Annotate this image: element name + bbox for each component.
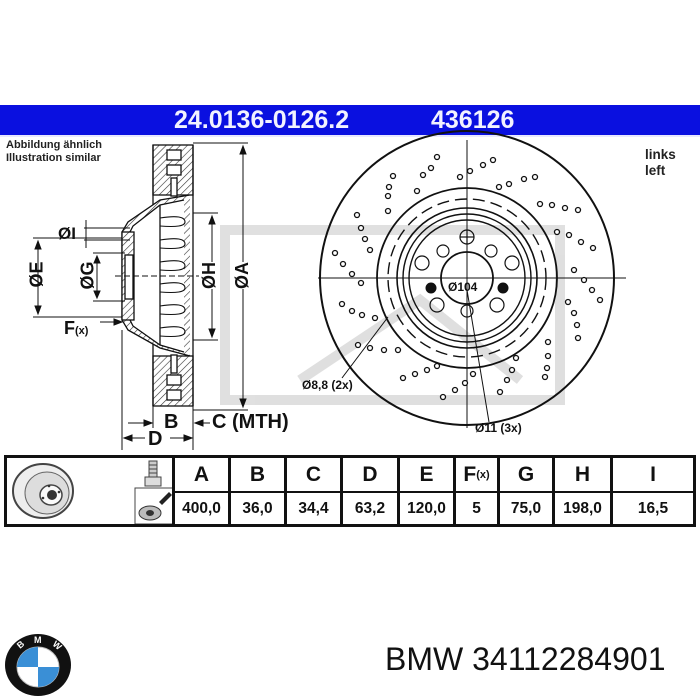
value-G: 75,0 <box>510 499 542 517</box>
value-B: 36,0 <box>242 499 273 517</box>
col-divider <box>340 458 343 524</box>
col-divider <box>552 458 555 524</box>
icon-cell <box>7 458 175 524</box>
header-B: B <box>249 462 266 486</box>
value-C: 34,4 <box>298 499 329 517</box>
label-diam-G: ØG <box>77 261 98 290</box>
brand-part-number: BMW 34112284901 <box>385 641 666 677</box>
col-divider <box>228 458 231 524</box>
side-german: links <box>645 147 676 162</box>
label-C-mth: C (MTH) <box>212 411 289 433</box>
side-english: left <box>645 163 666 178</box>
label-B: B <box>164 411 179 433</box>
label-diam-H: ØH <box>199 262 220 289</box>
note-german: Abbildung ähnlich <box>6 139 102 151</box>
label-center-bore: Ø104 <box>448 280 478 294</box>
label-F: F(x) <box>64 318 88 339</box>
brake-disc-icon <box>12 460 174 524</box>
wrench-tighten-icon <box>134 487 174 524</box>
table-divider <box>172 458 175 524</box>
header-D: D <box>362 462 378 486</box>
header-E: E <box>419 462 434 486</box>
col-divider <box>453 458 456 524</box>
label-diam-A: ØA <box>232 262 253 289</box>
front-view <box>318 130 626 428</box>
label-bolt-hole: Ø11 (3x) <box>475 421 522 435</box>
value-F: 5 <box>472 499 481 517</box>
header-F-letter: F <box>463 462 477 486</box>
dimension-table: A B C D E F(x) G H I 400,0 36,0 34,4 63,… <box>4 455 696 527</box>
table-row-divider <box>175 491 696 493</box>
header-H: H <box>574 462 591 486</box>
col-divider <box>284 458 287 524</box>
value-E: 120,0 <box>407 499 446 517</box>
svg-text:B: B <box>15 638 27 650</box>
header-F-sub: (x) <box>476 468 490 481</box>
label-D: D <box>148 428 163 451</box>
header-I: I <box>650 462 656 486</box>
col-divider <box>610 458 613 524</box>
bolt-icon <box>144 460 162 487</box>
watermark-logo <box>220 225 565 405</box>
label-diam-E: ØE <box>26 261 47 288</box>
value-A: 400,0 <box>182 499 221 517</box>
illustration-note: Abbildung ähnlich Illustration similar <box>6 139 102 165</box>
title-banner: 24.0136-0126.2 436126 <box>0 105 700 137</box>
col-divider <box>397 458 400 524</box>
header-C: C <box>305 462 322 486</box>
svg-text:M: M <box>34 635 42 645</box>
side-label: links left <box>645 147 676 179</box>
header-G: G <box>517 462 535 486</box>
label-diam-I: ØI <box>58 224 76 243</box>
label-F-sub: (x) <box>75 325 89 337</box>
technical-drawing <box>33 130 626 450</box>
label-F-letter: F <box>64 318 75 338</box>
header-A: A <box>193 462 210 486</box>
part-number: 24.0136-0126.2 <box>174 106 350 134</box>
header-F: F(x) <box>456 458 497 491</box>
label-small-hole: Ø8,8 (2x) <box>302 378 353 392</box>
value-H: 198,0 <box>563 499 602 517</box>
cross-drilled-holes <box>331 153 604 401</box>
ate-number: 436126 <box>431 106 515 134</box>
value-I: 16,5 <box>637 499 669 517</box>
value-D: 63,2 <box>354 499 386 517</box>
bmw-logo-icon: B M W <box>5 634 71 696</box>
col-divider <box>497 458 500 524</box>
note-english: Illustration similar <box>6 152 101 164</box>
